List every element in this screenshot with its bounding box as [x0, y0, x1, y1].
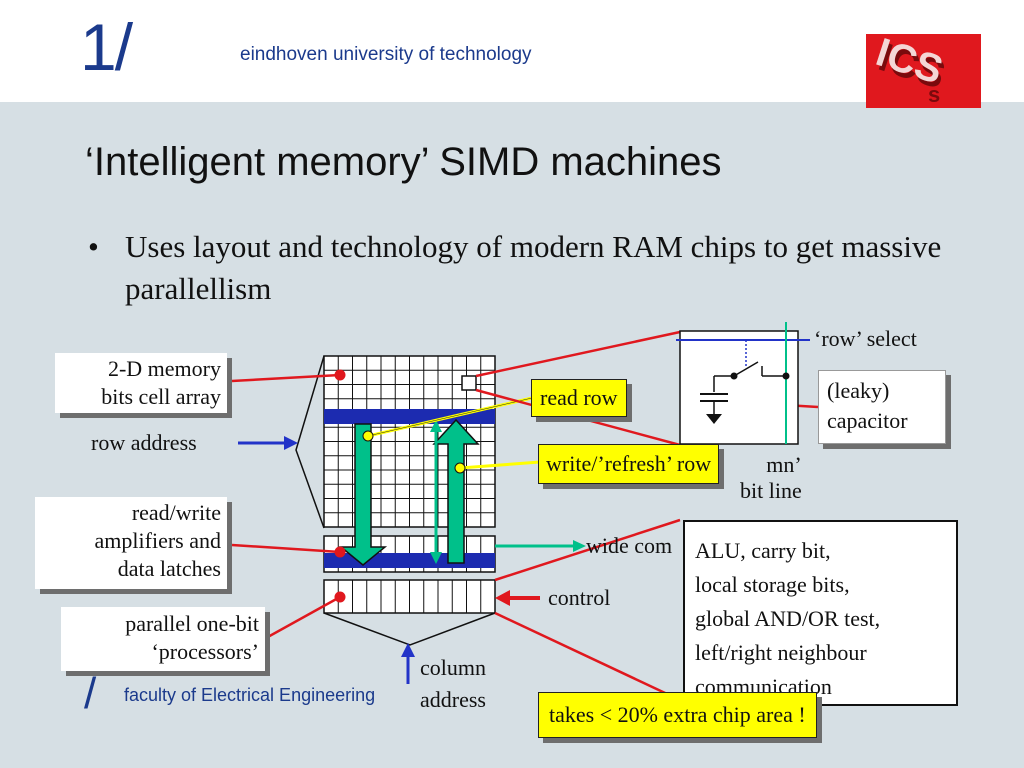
bullet-text: Uses layout and technology of modern RAM… [125, 229, 942, 306]
red-connectors [231, 330, 819, 702]
dram-cell-detail [676, 322, 810, 445]
alu-description-box: ALU, carry bit, local storage bits, glob… [683, 520, 958, 706]
faculty-name: faculty of Electrical Engineering [124, 685, 376, 705]
ground-icon [706, 414, 722, 424]
processor-row [323, 579, 496, 614]
write-refresh-row-callout: write/’refresh’ row [538, 444, 720, 484]
row-address-label: row address [91, 430, 197, 455]
memory-array-label: 2-D memory bits cell array [55, 353, 227, 413]
selected-cell [461, 375, 477, 391]
column-decoder [323, 612, 496, 646]
wide-comm-label: wide com [586, 533, 673, 558]
ics-logo: ICS ICS s [866, 34, 981, 108]
slide-header: 1/ eindhoven university of technology IC… [0, 0, 1024, 108]
processors-label: parallel one-bit ‘processors’ [61, 607, 265, 671]
university-name: eindhoven university of technology [240, 44, 532, 65]
read-row-callout: read row [531, 379, 627, 417]
row-decoder [295, 355, 325, 529]
capacitor-label: (leaky) capacitor [818, 370, 946, 444]
write-arrow [432, 418, 480, 564]
row-select-label: ‘row’ select [814, 326, 917, 351]
bullet-marker: • [88, 229, 99, 264]
control-arrow [495, 590, 510, 606]
row-address-arrow [284, 436, 298, 450]
footer-logo-slash: / [84, 669, 97, 718]
column-address-label: column address [420, 655, 486, 712]
amplifiers-label: read/write amplifiers and data latches [35, 497, 227, 589]
svg-text:s: s [928, 82, 940, 107]
row-band-top [324, 409, 495, 424]
slide-title: ‘Intelligent memory’ SIMD machines [85, 140, 722, 184]
chip-area-callout: takes < 20% extra chip area ! [538, 692, 817, 738]
control-label: control [548, 585, 611, 610]
column-address-arrow [401, 643, 415, 657]
column-bitline-label: mn’ bit line [740, 452, 802, 503]
read-arrow [338, 423, 388, 566]
row-band-latch [324, 553, 495, 568]
tue-logo-mark: 1/ [80, 10, 133, 84]
